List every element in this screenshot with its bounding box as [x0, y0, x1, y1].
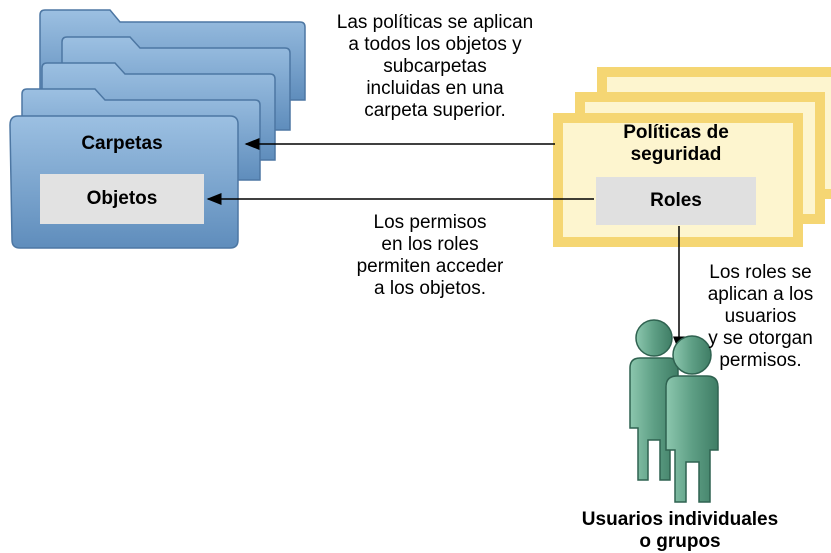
roles-label: Roles: [650, 190, 702, 211]
users-label-line1: Usuarios individuales: [581, 509, 779, 530]
users-label: Usuarios individuales o grupos: [560, 509, 800, 553]
security-policies-title: Políticas de seguridad: [596, 122, 756, 166]
security-title-line2: seguridad: [630, 144, 722, 165]
objects-box: [40, 174, 204, 224]
roles-box: [596, 177, 756, 225]
users-group-icon: [629, 319, 719, 503]
policy-stack: [553, 67, 831, 247]
folder-stack: [9, 9, 306, 249]
users-label-line2: o grupos: [639, 531, 721, 552]
note-policies-apply: Las políticas se aplican a todos los obj…: [336, 12, 534, 121]
note-permissions: Los permisos en los roles permiten acced…: [356, 212, 504, 299]
folders-label: Carpetas: [81, 133, 163, 154]
note-roles-apply: Los roles se aplican a los usuarios y se…: [707, 262, 814, 371]
objects-label: Objetos: [86, 188, 158, 209]
security-title-line1: Políticas de: [623, 122, 729, 143]
